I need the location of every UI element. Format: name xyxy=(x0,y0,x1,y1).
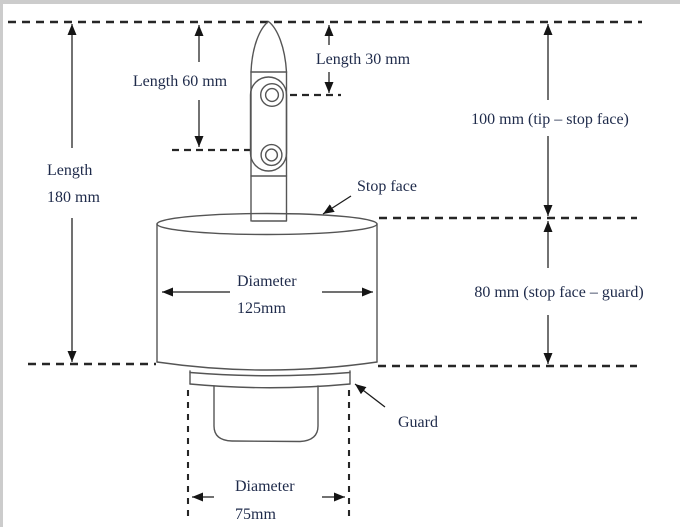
callout-guard: Guard xyxy=(354,383,438,431)
dimension-base-diameter: Diameter 75mm xyxy=(192,478,345,523)
dimension-total-length: Length 180 mm xyxy=(47,24,100,362)
scan-edge-left xyxy=(0,0,3,527)
finger-joint-upper-outer xyxy=(260,82,285,107)
finger-joint-lower-outer xyxy=(260,143,283,167)
guard-flange-top-arc xyxy=(189,371,351,377)
dim-label-100: 100 mm (tip – stop face) xyxy=(471,111,629,128)
dim-label-30: Length 30 mm xyxy=(316,51,411,68)
callout-guard-arrow xyxy=(354,383,386,408)
dimension-tip-to-stop-face: 100 mm (tip – stop face) xyxy=(471,24,629,216)
guard-flange xyxy=(189,370,351,389)
main-cylinder xyxy=(156,212,378,371)
guard-flange-bottom-arc xyxy=(189,383,351,389)
callout-guard-label: Guard xyxy=(398,414,438,431)
cylinder-bottom-arc xyxy=(156,361,378,371)
dimension-cylinder-diameter: Diameter 125mm xyxy=(162,273,373,317)
callout-stop-face-arrow xyxy=(322,195,352,215)
dim-label-75-line2: 75mm xyxy=(235,506,276,523)
dim-label-75-line1: Diameter xyxy=(235,478,295,495)
dim-label-60: Length 60 mm xyxy=(133,73,228,90)
dim-label-80: 80 mm (stop face – guard) xyxy=(474,284,643,301)
dim-label-180-line1: Length xyxy=(47,162,92,179)
finger-tip xyxy=(250,20,288,73)
scan-edge-top xyxy=(0,0,680,4)
test-finger xyxy=(249,20,288,222)
base-cylinder-outline xyxy=(213,385,319,443)
dim-label-180-line2: 180 mm xyxy=(47,189,100,206)
callout-stop-face-label: Stop face xyxy=(357,178,417,195)
callout-stop-face: Stop face xyxy=(322,178,417,215)
dim-label-125-line1: Diameter xyxy=(237,273,297,290)
cylinder-top-ellipse xyxy=(156,212,378,236)
dimension-length-30: Length 30 mm xyxy=(316,25,411,93)
dim-label-125-line2: 125mm xyxy=(237,300,286,317)
finger-joint-upper-inner xyxy=(264,87,280,103)
reference-lines xyxy=(8,20,642,518)
finger-link-plate xyxy=(249,76,288,172)
dimension-length-60: Length 60 mm xyxy=(133,25,228,147)
finger-joint-lower-inner xyxy=(264,148,279,162)
dimension-stop-face-to-guard: 80 mm (stop face – guard) xyxy=(474,221,644,364)
